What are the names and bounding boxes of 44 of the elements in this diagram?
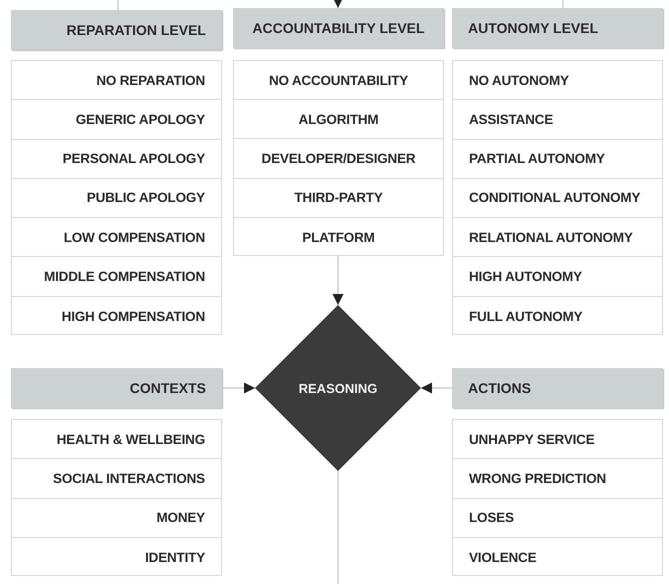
list-item: SOCIAL INTERACTIONS	[12, 459, 221, 498]
arrow	[332, 0, 344, 8]
list-item: HEALTH & WELLBEING	[12, 420, 221, 460]
list-panel	[452, 419, 663, 576]
list-item: HIGH AUTONOMY	[453, 257, 662, 297]
list-item: WRONG PREDICTION	[453, 459, 662, 498]
list-item: PERSONAL APOLOGY	[12, 140, 221, 179]
diamond-label: REASONING	[298, 380, 378, 396]
list-item: LOW COMPENSATION	[12, 218, 221, 258]
list-item: PLATFORM	[234, 218, 443, 257]
list-item: MIDDLE COMPENSATION	[12, 257, 221, 297]
list-item: RELATIONAL AUTONOMY	[453, 218, 662, 258]
list-item: GENERIC APOLOGY	[12, 100, 221, 140]
list-item: LOSES	[453, 498, 662, 538]
list-item: NO ACCOUNTABILITY	[234, 61, 443, 100]
list-item: PUBLIC APOLOGY	[12, 178, 221, 218]
list-item: HIGH COMPENSATION	[12, 296, 221, 336]
arrow	[332, 256, 344, 305]
list-panel	[233, 60, 444, 256]
list-item: THIRD-PARTY	[234, 178, 443, 218]
list-item: CONDITIONAL AUTONOMY	[453, 178, 662, 218]
list-panel	[11, 419, 222, 576]
list-panel	[11, 60, 222, 335]
list-item: PARTIAL AUTONOMY	[453, 140, 662, 179]
list-item: UNHAPPY SERVICE	[453, 420, 662, 460]
list-item: FULL AUTONOMY	[453, 296, 662, 336]
list-item: IDENTITY	[12, 538, 221, 577]
column-header: REPARATION LEVEL	[11, 10, 222, 50]
arrow	[421, 382, 452, 394]
column-header: CONTEXTS	[11, 368, 222, 408]
list-item: ASSISTANCE	[453, 100, 662, 140]
connector-line	[337, 471, 339, 584]
list-item: DEVELOPER/DESIGNER	[234, 139, 443, 179]
list-item: VIOLENCE	[453, 538, 662, 577]
column-header: AUTONOMY LEVEL	[452, 8, 663, 48]
arrow	[222, 382, 255, 394]
list-item: MONEY	[12, 498, 221, 538]
column-header: ACCOUNTABILITY LEVEL	[233, 8, 444, 48]
reasoning-diamond	[255, 305, 421, 471]
list-item: NO AUTONOMY	[453, 61, 662, 100]
list-item: ALGORITHM	[234, 100, 443, 140]
list-panel	[452, 60, 663, 335]
column-header: ACTIONS	[452, 368, 663, 408]
list-item: NO REPARATION	[12, 61, 221, 100]
